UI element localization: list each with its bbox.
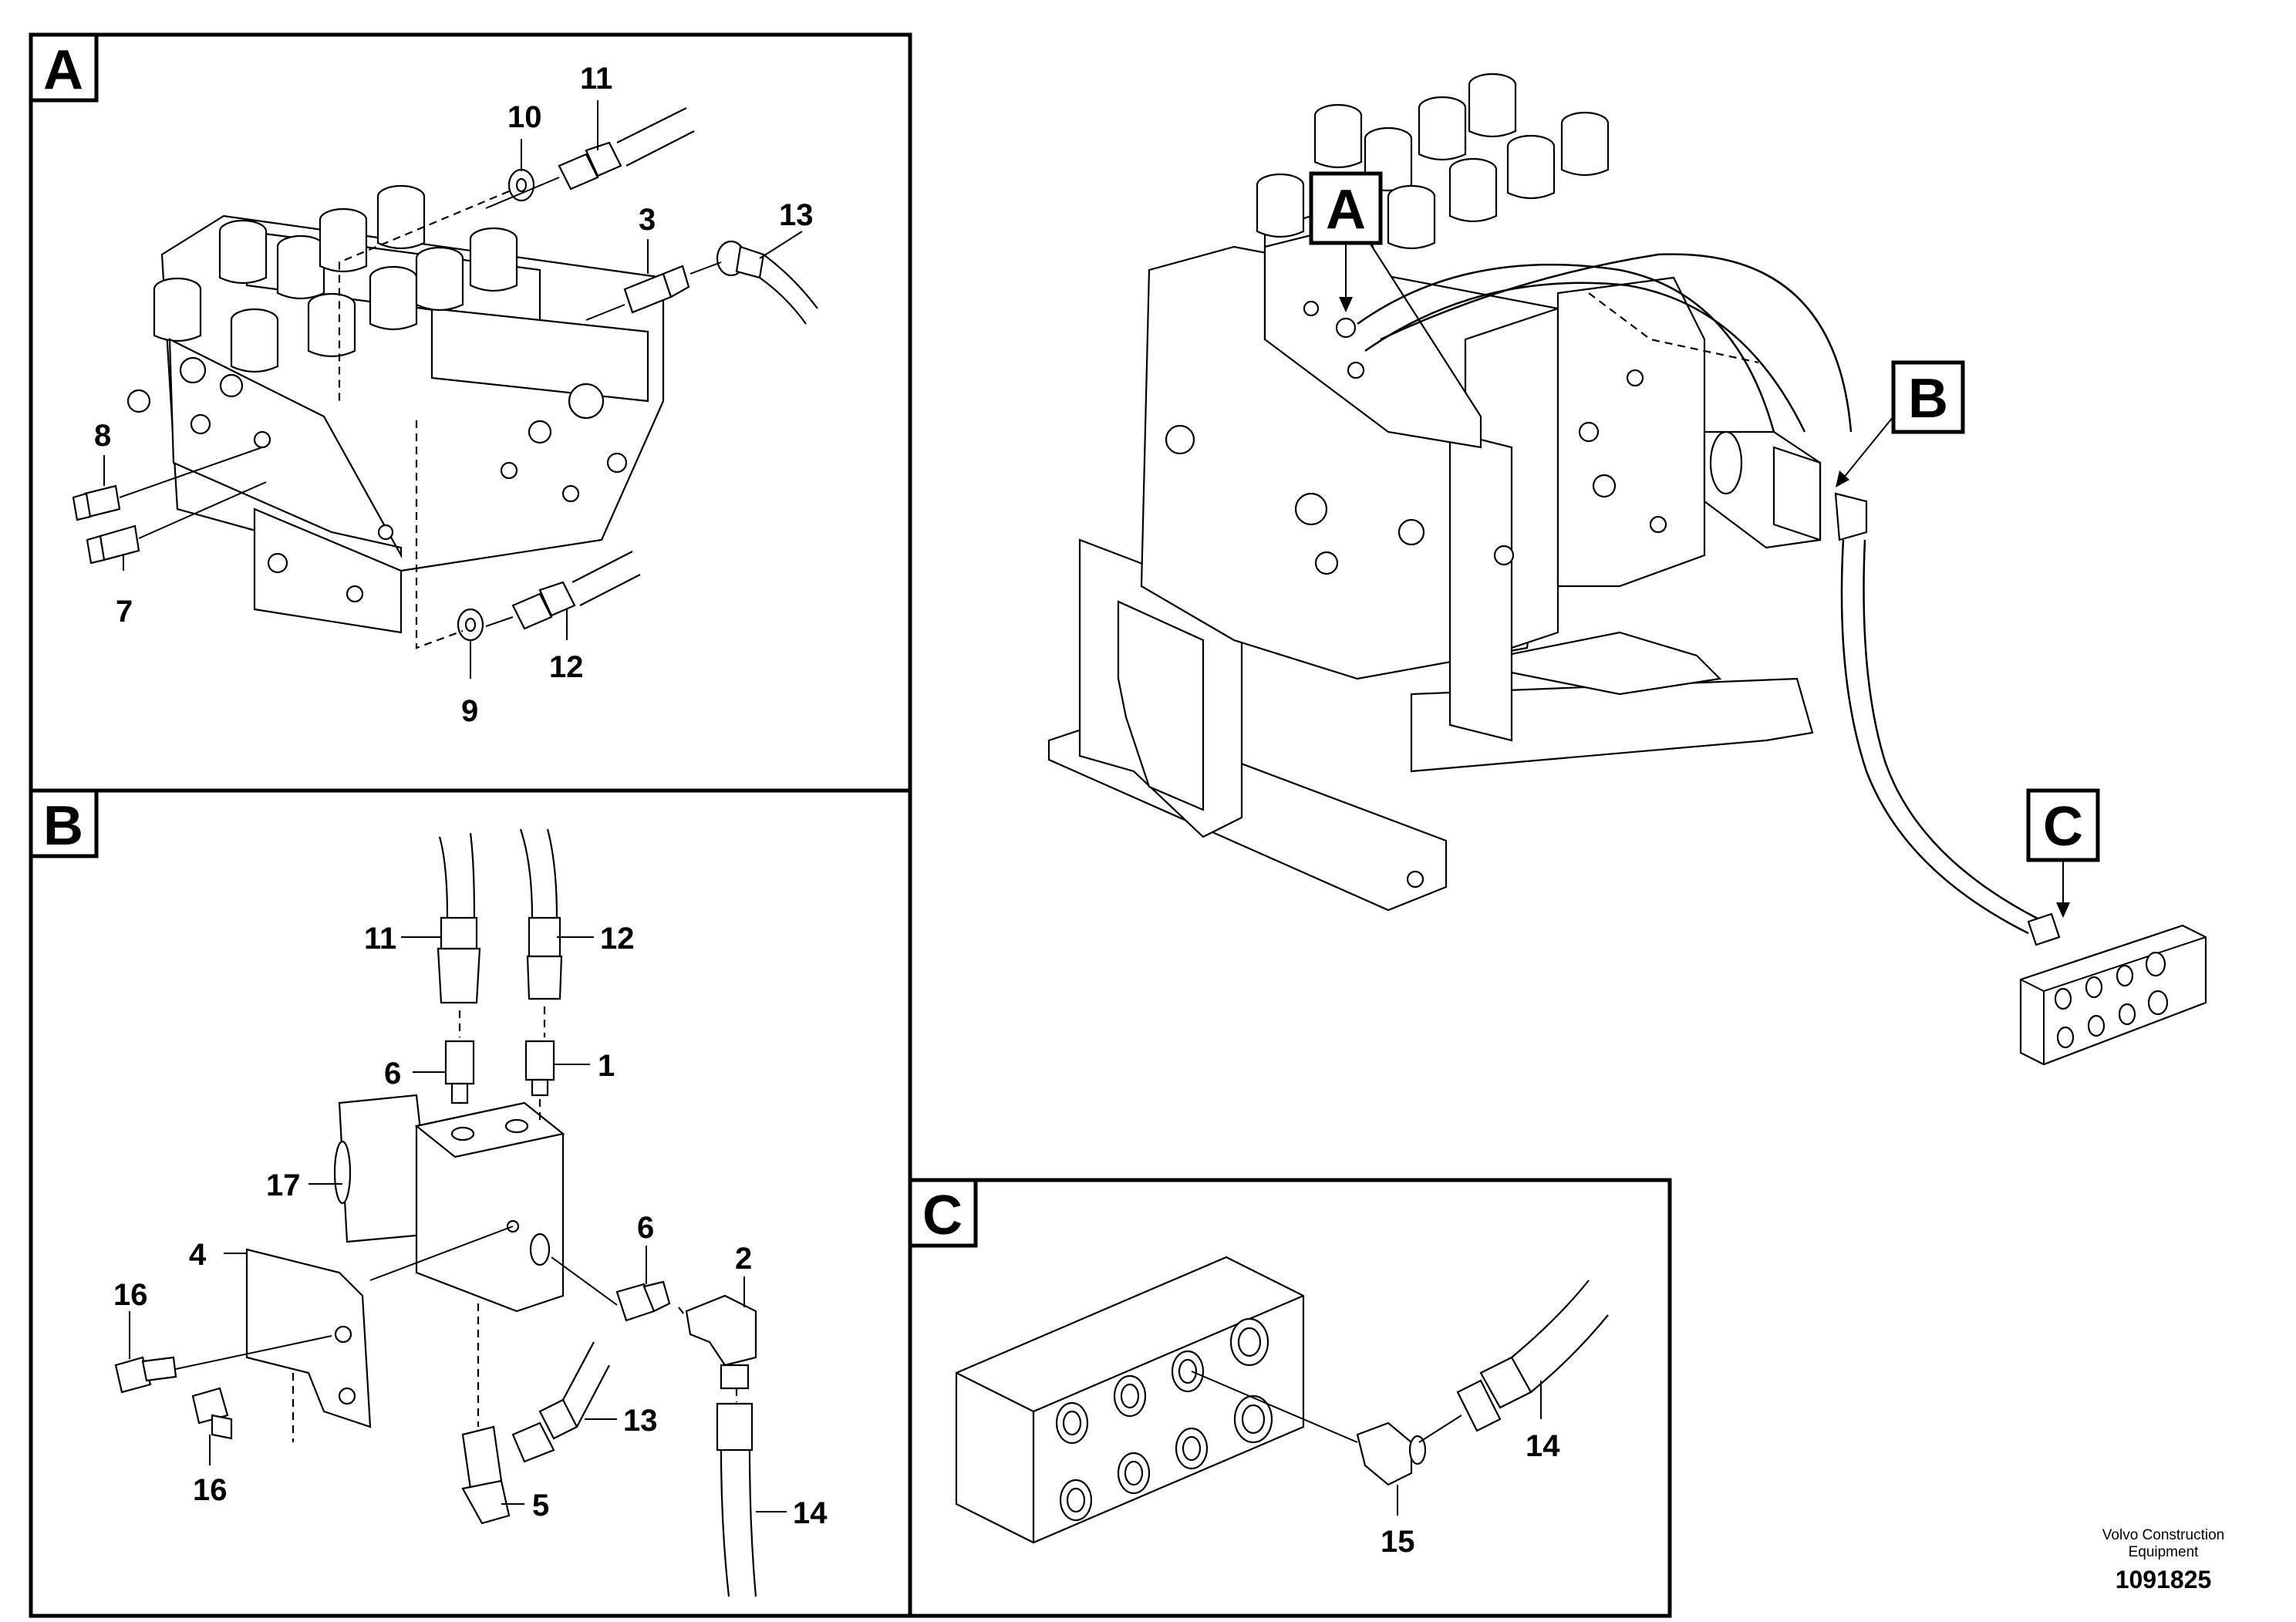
callout-a-11: 11 <box>580 62 612 96</box>
part-11-hose <box>485 107 695 209</box>
callout-a-10: 10 <box>507 100 542 134</box>
callout-c-15: 15 <box>1381 1525 1415 1559</box>
valve-block-b <box>414 1101 565 1313</box>
part-12-hose-b <box>519 828 563 1000</box>
port-holes <box>1055 1317 1273 1522</box>
callout-b-13: 13 <box>623 1404 658 1438</box>
control-valve-block <box>126 184 665 634</box>
manifold-block-c <box>955 1256 1305 1544</box>
svg-text:C: C <box>2043 796 2083 858</box>
part-6-adapter-side <box>551 1256 671 1322</box>
part-7-plug <box>86 481 267 565</box>
part-14-hose-c <box>1418 1280 1609 1443</box>
svg-text:B: B <box>1908 368 1948 430</box>
svg-text:A: A <box>1326 179 1366 241</box>
part-14-hose-b <box>716 1402 757 1597</box>
callout-a-13: 13 <box>779 198 814 232</box>
callout-a-9: 9 <box>461 694 478 728</box>
part-8-plug <box>72 447 263 521</box>
callout-a-8: 8 <box>94 419 111 453</box>
part-17-solenoid <box>333 1094 433 1243</box>
part-13-hose-b <box>511 1341 610 1463</box>
callout-a-3: 3 <box>639 203 656 237</box>
part-2-elbow <box>685 1294 757 1390</box>
overview-label-a: A <box>1309 171 1383 312</box>
callout-b-16-lower: 16 <box>193 1473 228 1507</box>
overview-label-b: B <box>1836 360 1965 487</box>
part-11-hose-b <box>437 832 481 1004</box>
callout-a-7: 7 <box>116 595 133 629</box>
overview-label-c: C <box>2026 788 2100 918</box>
part-10-nut <box>507 168 535 202</box>
callout-b-17: 17 <box>266 1168 301 1202</box>
callout-b-11: 11 <box>364 922 396 956</box>
manufacturer-line-2: Equipment <box>2128 1544 2199 1560</box>
manufacturer-line-1: Volvo Construction <box>2102 1527 2225 1543</box>
callout-b-1: 1 <box>598 1049 615 1083</box>
panel-b: B <box>29 788 912 1618</box>
part-16-bolt-upper <box>114 1335 332 1394</box>
drawing-number: 1091825 <box>2115 1566 2212 1593</box>
part-13-hose <box>689 240 818 325</box>
callout-a-12: 12 <box>549 650 584 684</box>
callout-b-6-top: 6 <box>384 1057 401 1091</box>
part-9-nut <box>457 608 484 642</box>
callout-b-14: 14 <box>793 1496 828 1530</box>
panel-c: C 15 <box>908 1178 1672 1618</box>
part-3-adapter <box>585 265 690 321</box>
part-15-elbow <box>1191 1371 1427 1486</box>
callout-c-14: 14 <box>1526 1429 1560 1463</box>
panel-a-letter: A <box>43 39 83 101</box>
panel-c-letter: C <box>922 1185 963 1246</box>
overview-assembly <box>1047 73 2207 1066</box>
callout-b-4: 4 <box>189 1238 207 1272</box>
part-16-bolt-lower <box>191 1387 233 1440</box>
callout-b-12: 12 <box>600 922 635 956</box>
callout-b-6-side: 6 <box>637 1211 654 1245</box>
callout-b-2: 2 <box>735 1242 752 1276</box>
part-1-adapter <box>524 1040 555 1097</box>
panel-a: A <box>29 32 912 793</box>
footer-block: Volvo Construction Equipment 1091825 <box>2082 1527 2244 1594</box>
part-4-bracket <box>245 1226 514 1428</box>
part-12-hose <box>485 551 641 630</box>
callout-b-16-upper: 16 <box>113 1278 148 1312</box>
callout-b-5: 5 <box>532 1489 549 1523</box>
panel-b-letter: B <box>43 795 83 857</box>
part-6-adapter-top <box>444 1040 475 1104</box>
part-5-elbow <box>461 1425 511 1525</box>
